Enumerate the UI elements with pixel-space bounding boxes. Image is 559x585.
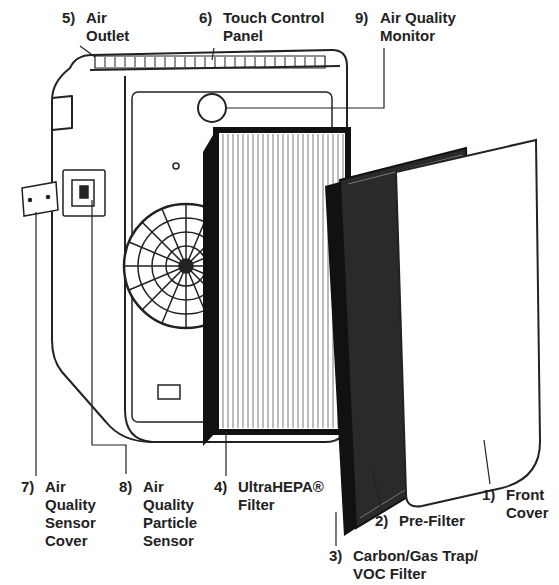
front-cover — [396, 140, 540, 507]
callout-number: 1) — [482, 486, 495, 504]
part-label: Air Quality Particle Sensor — [143, 478, 211, 550]
screw-dot — [173, 163, 179, 169]
part-label: UltraHEPA® Filter — [238, 478, 342, 514]
callout-number: 9) — [355, 9, 368, 27]
part-label: Pre-Filter — [399, 512, 465, 530]
callout-number: 3) — [329, 547, 342, 565]
sensor-cover — [22, 182, 58, 216]
part-label: Touch Control Panel — [223, 9, 345, 45]
part-label: Air Outlet — [86, 9, 142, 45]
callout-number: 7) — [21, 478, 34, 496]
callout-number: 6) — [199, 9, 212, 27]
sensor-opening — [63, 170, 105, 216]
part-label: Air Quality Monitor — [380, 9, 480, 45]
callout-number: 8) — [119, 478, 132, 496]
handle-notch — [52, 96, 72, 130]
callout-number: 5) — [62, 9, 75, 27]
part-label: Carbon/Gas Trap/ VOC Filter — [353, 547, 505, 583]
bottom-latch — [158, 385, 180, 399]
part-label: Front Cover — [506, 486, 559, 522]
outlet-slits — [105, 57, 315, 67]
housing — [52, 50, 347, 442]
callout-number: 2) — [375, 512, 388, 530]
hepa-filter — [203, 130, 348, 446]
part-label: Air Quality Sensor Cover — [45, 478, 111, 550]
callout-number: 4) — [214, 478, 227, 496]
air-outlet-grille — [95, 56, 325, 68]
leader-lines — [36, 46, 490, 546]
air-quality-monitor — [198, 94, 226, 122]
